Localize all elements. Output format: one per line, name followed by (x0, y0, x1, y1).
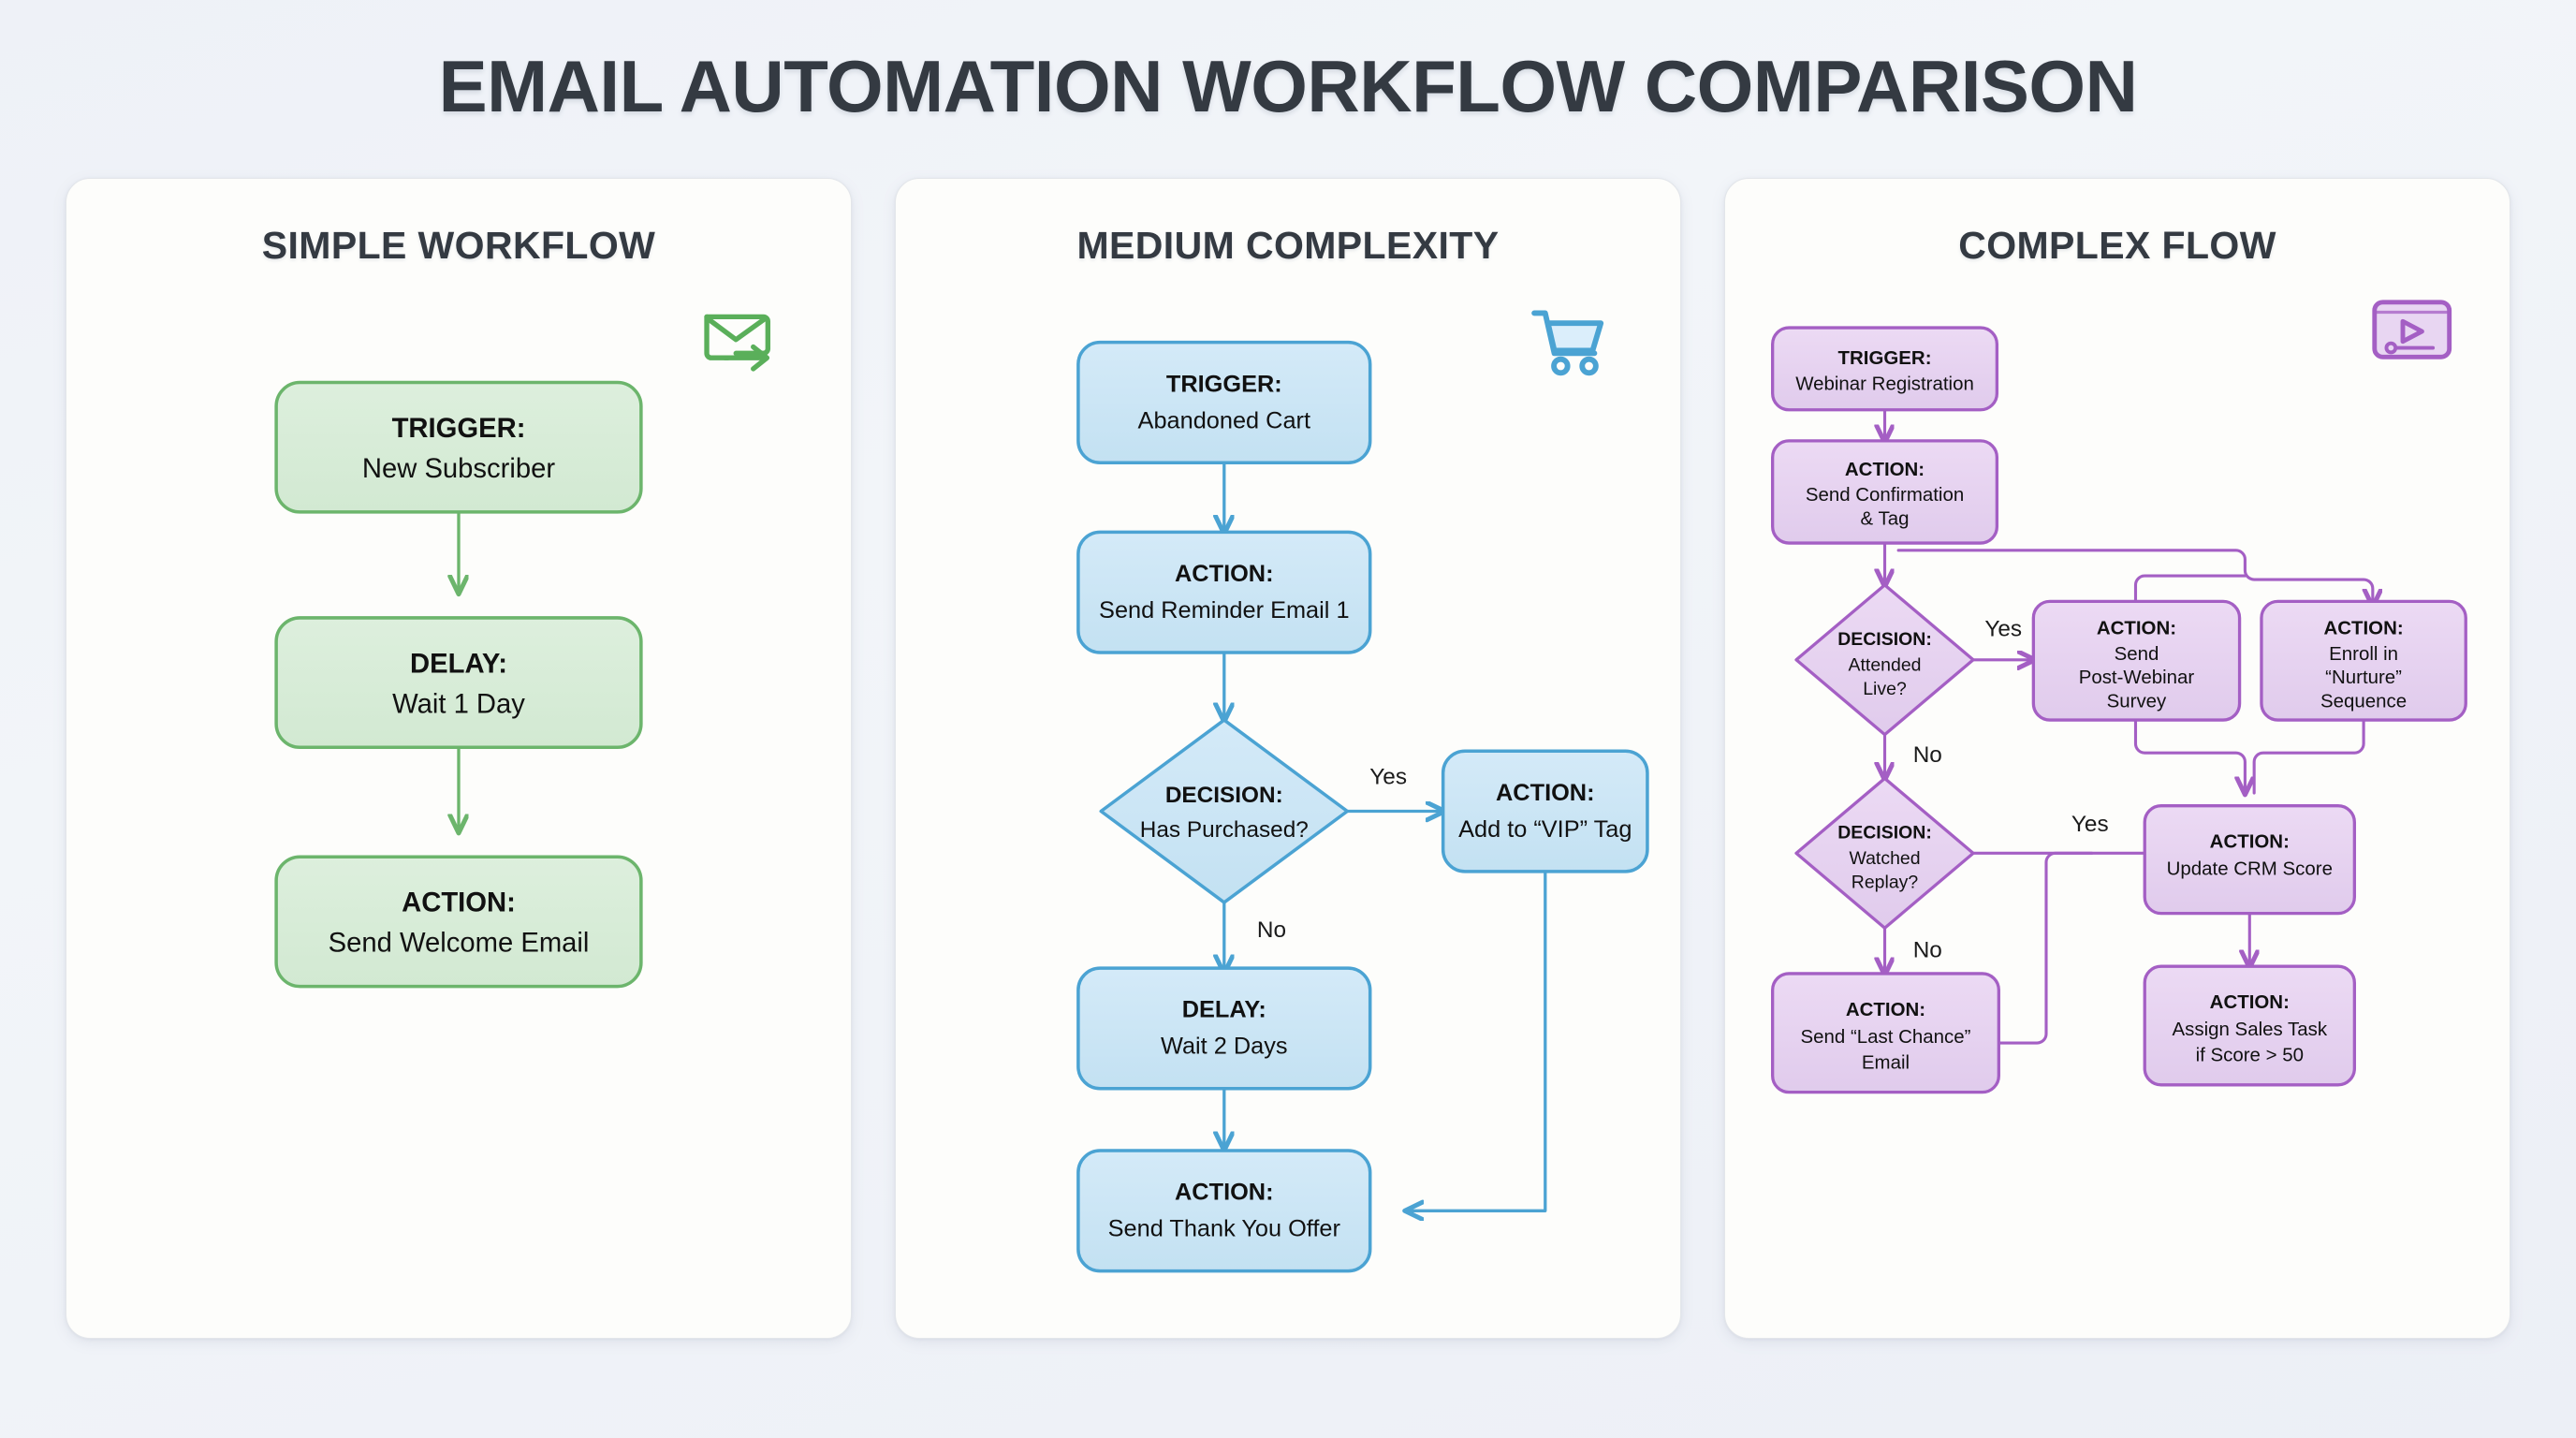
node-delay-wait-2-days[interactable]: DELAY: Wait 2 Days (1076, 966, 1372, 1091)
node-action-assign-sales-task[interactable]: ACTION: Assign Sales Task if Score > 50 (2143, 964, 2357, 1087)
node-body-line1: Send “Last Chance” (1801, 1026, 1971, 1048)
node-title: TRIGGER: (1166, 371, 1282, 397)
node-title: ACTION: (402, 888, 516, 918)
node-decision-watched-replay[interactable]: DECISION: Watched Replay? (1794, 776, 1975, 930)
panels-container: SIMPLE WORKFLOW (56, 125, 2520, 1339)
node-title: TRIGGER: (392, 414, 526, 444)
node-body: Send Reminder Email 1 (1099, 597, 1349, 624)
node-title: DECISION: (1837, 629, 1932, 650)
node-action-send-post-webinar-survey[interactable]: ACTION: Send Post-Webinar Survey (2031, 599, 2242, 722)
node-body-line2: if Score > 50 (2196, 1044, 2304, 1065)
node-body-line2: Post-Webinar (2079, 667, 2195, 688)
panel-title-medium: MEDIUM COMPLEXITY (1076, 223, 1500, 267)
panel-medium-complexity[interactable]: MEDIUM COMPLEXITY (895, 177, 1681, 1339)
node-title: DECISION: (1837, 823, 1932, 844)
node-title: TRIGGER: (1838, 347, 1932, 369)
edge-label-no: No (1257, 917, 1286, 943)
node-title: ACTION: (1846, 999, 1925, 1020)
edge-label-yes: Yes (1369, 764, 1407, 789)
edge-label-no: No (1913, 742, 1942, 768)
node-title: ACTION: (2210, 830, 2290, 852)
email-send-icon (704, 314, 771, 372)
node-body: Update CRM Score (2167, 858, 2333, 880)
node-title: ACTION: (1175, 561, 1274, 587)
node-body: Has Purchased? (1140, 817, 1309, 843)
node-action-send-confirmation-and-tag[interactable]: ACTION: Send Confirmation & Tag (1771, 439, 1999, 545)
node-body-line1: Assign Sales Task (2172, 1019, 2327, 1040)
node-delay-wait-1-day[interactable]: DELAY: Wait 1 Day (274, 616, 643, 749)
edge-survey-loop-top (2133, 574, 2247, 603)
flow-canvas-simple: TRIGGER: New Subscriber DELAY: Wait 1 Da… (66, 179, 851, 1338)
node-body: Abandoned Cart (1138, 407, 1310, 433)
node-body: Add to “VIP” Tag (1458, 816, 1632, 843)
panel-simple-workflow[interactable]: SIMPLE WORKFLOW (66, 177, 852, 1339)
node-trigger-new-subscriber[interactable]: TRIGGER: New Subscriber (274, 380, 643, 514)
panel-title-complex: COMPLEX FLOW (1958, 223, 2276, 267)
node-decision-attended-live[interactable]: DECISION: Attended Live? (1794, 583, 1975, 737)
panel-title-simple: SIMPLE WORKFLOW (261, 223, 656, 267)
node-title: DECISION: (1165, 783, 1283, 808)
node-title: ACTION: (2323, 617, 2403, 638)
edge-decision-no-to-delay: No (1224, 902, 1286, 972)
node-title: ACTION: (2210, 991, 2290, 1013)
panel-complex-flow[interactable]: COMPLEX FLOW (1724, 177, 2510, 1339)
node-body-line2: “Nurture” (2325, 667, 2402, 688)
node-body-line3: Survey (2107, 690, 2167, 712)
node-body-line2: Live? (1863, 679, 1907, 699)
node-body: Send Welcome Email (329, 928, 590, 958)
edge-label-no: No (1913, 937, 1942, 962)
edge-decision-replay-no-to-last-chance: No (1885, 928, 1942, 974)
node-body: Webinar Registration (1795, 373, 1974, 394)
edge-decision-attended-no-to-decision-replay: No (1885, 734, 1942, 779)
node-trigger-abandoned-cart[interactable]: TRIGGER: Abandoned Cart (1076, 340, 1372, 464)
node-title: ACTION: (2097, 617, 2176, 638)
node-action-send-reminder-email-1[interactable]: ACTION: Send Reminder Email 1 (1076, 530, 1372, 654)
edge-confirmation-to-enroll-nurture (1896, 549, 2373, 605)
node-action-update-crm-score[interactable]: ACTION: Update CRM Score (2143, 803, 2357, 916)
flow-canvas-complex: Yes No (1725, 179, 2510, 1338)
node-body-line1: Watched (1849, 848, 1920, 869)
node-action-send-thank-you-offer[interactable]: ACTION: Send Thank You Offer (1076, 1149, 1372, 1273)
edge-decision-attended-yes-to-survey: Yes (1973, 616, 2033, 659)
edge-last-chance-to-update-crm (1997, 851, 2094, 1045)
edge-label-yes: Yes (1984, 616, 2022, 641)
node-body-line1: Attended (1849, 654, 1922, 675)
node-body-line1: Send (2115, 643, 2159, 665)
node-decision-has-purchased[interactable]: DECISION: Has Purchased? (1099, 718, 1350, 904)
node-action-send-welcome-email[interactable]: ACTION: Send Welcome Email (274, 855, 643, 989)
node-title: ACTION: (1496, 780, 1595, 806)
node-title: ACTION: (1845, 459, 1925, 480)
node-title: DELAY: (1182, 997, 1266, 1023)
edge-decision-yes-to-vip: Yes (1347, 764, 1442, 811)
edge-vip-to-thankyou (1407, 870, 1547, 1211)
node-trigger-webinar-registration[interactable]: TRIGGER: Webinar Registration (1771, 326, 1999, 412)
node-action-send-last-chance-email[interactable]: ACTION: Send “Last Chance” Email (1771, 972, 2000, 1094)
node-body: Wait 1 Day (392, 689, 525, 719)
node-action-enroll-in-nurture-sequence[interactable]: ACTION: Enroll in “Nurture” Sequence (2260, 599, 2467, 722)
shopping-cart-icon (1531, 310, 1604, 376)
node-title: ACTION: (1175, 1180, 1274, 1206)
node-title: DELAY: (410, 649, 507, 679)
node-body: Wait 2 Days (1161, 1034, 1288, 1060)
node-body-line2: Email (1862, 1051, 1910, 1073)
flow-canvas-medium: Yes No TRIGGER: (896, 179, 1680, 1338)
edge-label-yes: Yes (2071, 812, 2109, 837)
node-body-line3: Sequence (2320, 690, 2407, 712)
edge-nurture-to-update-crm (2252, 718, 2365, 795)
node-body-line1: Enroll in (2329, 643, 2398, 665)
node-body-line1: Send Confirmation (1806, 484, 1964, 506)
video-player-icon (2372, 300, 2452, 360)
node-body: Send Thank You Offer (1108, 1215, 1341, 1241)
page-title: EMAIL AUTOMATION WORKFLOW COMPARISON (438, 45, 2138, 127)
node-body-line2: & Tag (1861, 507, 1910, 529)
node-action-add-to-vip-tag[interactable]: ACTION: Add to “VIP” Tag (1441, 749, 1649, 873)
edge-survey-to-update-crm (2133, 718, 2245, 793)
node-body-line2: Replay? (1852, 872, 1919, 892)
node-body: New Subscriber (362, 454, 555, 484)
